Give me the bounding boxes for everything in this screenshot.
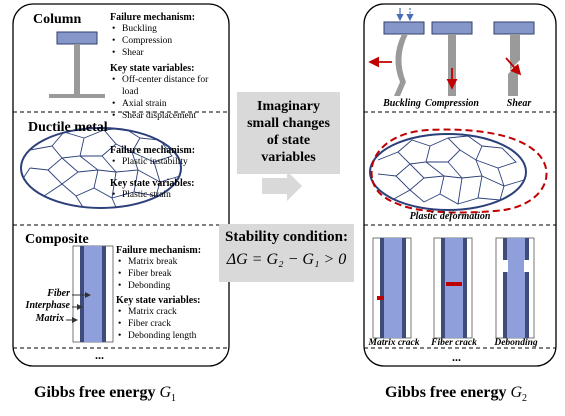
- label-fiber: Fiber: [47, 288, 70, 299]
- caption-buckling: Buckling: [383, 98, 421, 109]
- label-interphase: Interphase: [25, 300, 70, 311]
- box1-line: Imaginary: [257, 99, 320, 114]
- right-footer-sub: 2: [522, 393, 528, 405]
- list-item: Shear: [112, 47, 226, 59]
- left-ellipsis: ...: [95, 348, 104, 362]
- column-failure-label: Failure mechanism:: [110, 12, 196, 23]
- box1-line: of state: [266, 133, 311, 148]
- list-item: Debonding: [118, 280, 228, 292]
- caption-debonding: Debonding: [494, 338, 538, 348]
- composite-illustration-left: [66, 245, 114, 343]
- label-matrix: Matrix: [35, 313, 64, 324]
- right-footer-text: Gibbs free energy: [385, 384, 507, 401]
- ductile-state-label: Key state variables:: [110, 178, 195, 189]
- column-title: Column: [33, 12, 82, 27]
- list-item: Fiber break: [118, 268, 228, 280]
- column-state-list: Off-center distance for load Axial strai…: [110, 74, 226, 122]
- list-item: Matrix break: [118, 256, 228, 268]
- right-footer: Gibbs free energy G2: [385, 384, 527, 404]
- left-footer-sub: 1: [171, 393, 177, 405]
- ductile-info: Failure mechanism: Plastic instability K…: [110, 145, 226, 201]
- composite-failure-list: Matrix break Fiber break Debonding: [116, 256, 228, 292]
- list-item: Axial strain: [112, 98, 226, 110]
- list-item: Buckling: [112, 23, 226, 35]
- caption-fiber-crack: Fiber crack: [431, 338, 477, 348]
- right-ellipsis: ...: [452, 350, 461, 364]
- ductile-failure-list: Plastic instability: [110, 156, 226, 168]
- list-item: Plastic strain: [112, 189, 226, 201]
- right-footer-symbol: G: [510, 384, 523, 401]
- composite-matrix-crack: [372, 237, 412, 339]
- composite-debonding: [495, 237, 535, 339]
- list-item: Plastic instability: [112, 156, 226, 168]
- stability-condition-box: Stability condition: ΔG = G₂ − G₁ > 0: [219, 224, 354, 282]
- column-failure-list: Buckling Compression Shear: [110, 23, 226, 59]
- caption-matrix-crack: Matrix crack: [368, 338, 420, 348]
- caption-compression: Compression: [425, 98, 479, 109]
- composite-info: Failure mechanism: Matrix break Fiber br…: [116, 245, 228, 342]
- box1-line: variables: [261, 150, 316, 165]
- left-footer-symbol: G: [159, 384, 172, 401]
- list-item: Debonding length: [118, 330, 228, 342]
- left-footer-text: Gibbs free energy: [34, 384, 156, 401]
- list-item: Matrix crack: [118, 306, 228, 318]
- ductile-state-list: Plastic strain: [110, 189, 226, 201]
- composite-title: Composite: [25, 232, 89, 247]
- list-item: Fiber crack: [118, 318, 228, 330]
- left-footer: Gibbs free energy G1: [34, 384, 176, 404]
- ductile-title: Ductile metal: [28, 120, 108, 135]
- list-item: Off-center distance for load: [112, 74, 226, 98]
- composite-state-label: Key state variables:: [116, 295, 201, 306]
- composite-state-list: Matrix crack Fiber crack Debonding lengt…: [116, 306, 228, 342]
- buckling-illustration: [368, 8, 425, 96]
- left-panel-frame: [12, 3, 230, 367]
- box1-line: small changes: [247, 116, 330, 131]
- column-state-label: Key state variables:: [110, 63, 195, 74]
- shear-illustration: [493, 21, 535, 96]
- imaginary-changes-box: Imaginary small changes of state variabl…: [237, 92, 340, 174]
- column-info: Failure mechanism: Buckling Compression …: [110, 12, 226, 122]
- transition-arrow: [262, 171, 302, 201]
- compression-illustration: [431, 21, 473, 96]
- composite-failure-label: Failure mechanism:: [116, 245, 202, 256]
- grain-structure-right: [369, 128, 548, 214]
- column-illustration: [49, 31, 105, 98]
- list-item: Compression: [112, 35, 226, 47]
- stability-equation: ΔG = G₂ − G₁ > 0: [226, 251, 347, 268]
- caption-plastic-deformation: Plastic deformation: [409, 211, 491, 222]
- stability-title: Stability condition:: [225, 229, 348, 245]
- list-item: Shear displacement: [112, 110, 226, 122]
- composite-fiber-crack: [433, 237, 473, 339]
- caption-shear: Shear: [506, 98, 532, 109]
- right-panel-frame: [363, 3, 557, 367]
- ductile-failure-label: Failure mechanism:: [110, 145, 196, 156]
